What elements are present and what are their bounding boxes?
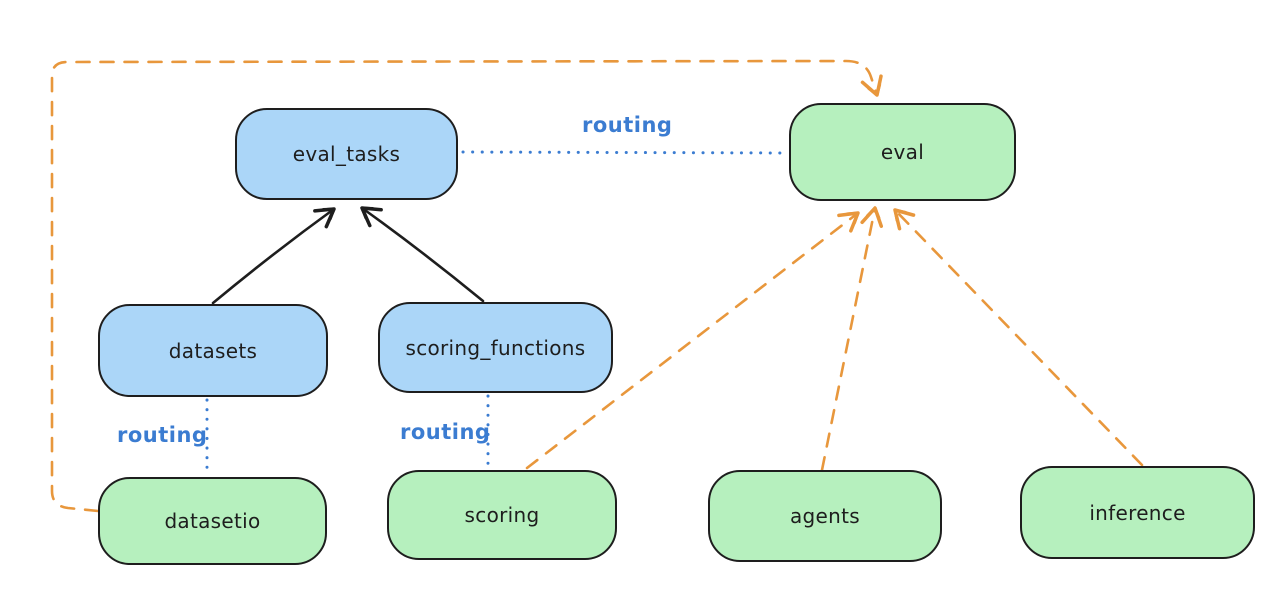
routing-label-datasets-datasetio: routing	[117, 423, 208, 447]
node-label: scoring	[464, 503, 540, 527]
routing-label-eval-tasks-eval: routing	[582, 113, 673, 137]
node-agents: agents	[708, 470, 942, 562]
edge-inference-to-eval	[893, 208, 1144, 467]
node-label: eval	[880, 140, 925, 164]
node-eval-tasks: eval_tasks	[235, 108, 458, 200]
node-label: inference	[1089, 500, 1186, 525]
node-label: agents	[790, 504, 860, 528]
node-label: scoring_functions	[405, 335, 586, 360]
node-eval: eval	[789, 103, 1016, 201]
node-label: datasetio	[164, 509, 261, 533]
node-scoring: scoring	[387, 470, 617, 560]
edge-datasets-to-eval-tasks	[211, 207, 336, 305]
node-datasets: datasets	[98, 304, 328, 397]
node-label: datasets	[168, 338, 258, 363]
node-datasetio: datasetio	[98, 477, 327, 565]
edge-datasetio-to-eval-around	[50, 59, 883, 513]
node-label: eval_tasks	[292, 142, 401, 166]
node-inference: inference	[1020, 466, 1255, 559]
edge-agents-to-eval	[820, 206, 884, 472]
node-scoring-functions: scoring_functions	[378, 302, 613, 393]
routing-label-scoring-functions-scoring: routing	[400, 420, 491, 444]
edge-routing-eval-tasks-eval	[461, 150, 790, 155]
edge-scoring-to-eval	[525, 211, 860, 470]
edge-scoring-functions-to-eval-tasks	[360, 206, 485, 303]
